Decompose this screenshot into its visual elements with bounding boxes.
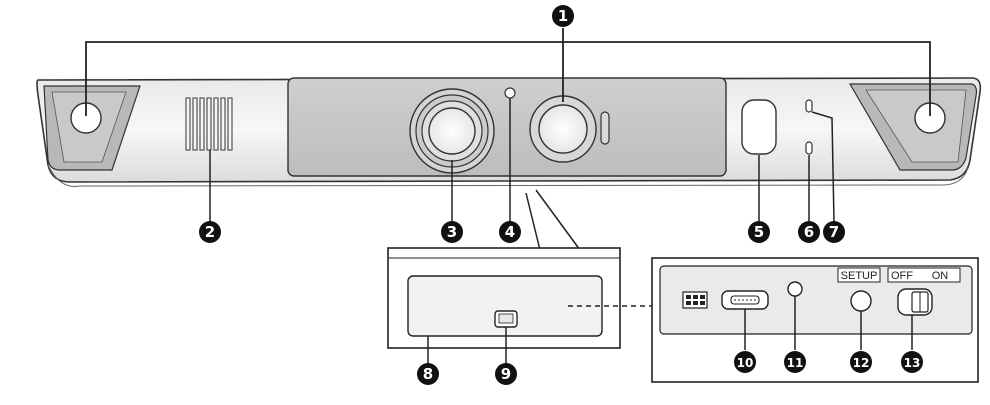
callout-7: 7 (823, 221, 845, 243)
leader-lines (209, 98, 835, 223)
svg-text:4: 4 (505, 223, 515, 241)
callout-9: 9 (495, 363, 517, 385)
svg-text:12: 12 (853, 356, 870, 370)
indicator-lower (805, 141, 813, 155)
svg-text:6: 6 (804, 223, 814, 241)
callout-8: 8 (417, 363, 439, 385)
callout-13: 13 (901, 351, 923, 373)
callout-1: 1 (552, 5, 574, 27)
callout-3: 3 (441, 221, 463, 243)
lens-left (409, 88, 495, 174)
cover-panel (407, 275, 603, 337)
callout-2: 2 (199, 221, 221, 243)
usb-port[interactable] (721, 290, 769, 310)
right-end-cap (848, 83, 978, 171)
left-end-cap (43, 85, 141, 171)
inset-leader-lines (744, 296, 913, 350)
callout-5: 5 (748, 221, 770, 243)
power-switch[interactable] (897, 288, 933, 316)
svg-text:13: 13 (904, 356, 921, 370)
zoom-wedge (525, 189, 581, 251)
callout-11: 11 (784, 351, 806, 373)
port-panel-inset: SETUP OFF ON (651, 257, 979, 383)
usb-symbol-icon (682, 291, 708, 309)
setup-label: SETUP (841, 270, 878, 282)
speaker-grille (185, 97, 233, 151)
svg-text:1: 1 (558, 7, 568, 25)
callout-6: 6 (798, 221, 820, 243)
setup-button[interactable] (850, 290, 872, 312)
front-panel (287, 77, 727, 177)
cover-leader-lines (427, 327, 507, 364)
callout-10: 10 (734, 351, 756, 373)
cover-inset (387, 247, 621, 349)
lens-right (529, 95, 610, 163)
svg-text:8: 8 (423, 365, 433, 383)
off-label: OFF (891, 270, 913, 282)
svg-text:3: 3 (447, 223, 457, 241)
svg-text:5: 5 (754, 223, 764, 241)
svg-text:2: 2 (205, 223, 215, 241)
sensor-window (741, 99, 777, 155)
svg-text:9: 9 (501, 365, 511, 383)
callout-4: 4 (499, 221, 521, 243)
svg-text:10: 10 (737, 356, 754, 370)
callout-1-bracket (85, 28, 931, 116)
indicator-upper (805, 99, 813, 113)
svg-text:11: 11 (787, 356, 804, 370)
callout-12: 12 (850, 351, 872, 373)
reset-hole[interactable] (787, 281, 803, 297)
on-label: ON (932, 270, 949, 282)
svg-text:7: 7 (829, 223, 839, 241)
small-hole (504, 87, 516, 99)
